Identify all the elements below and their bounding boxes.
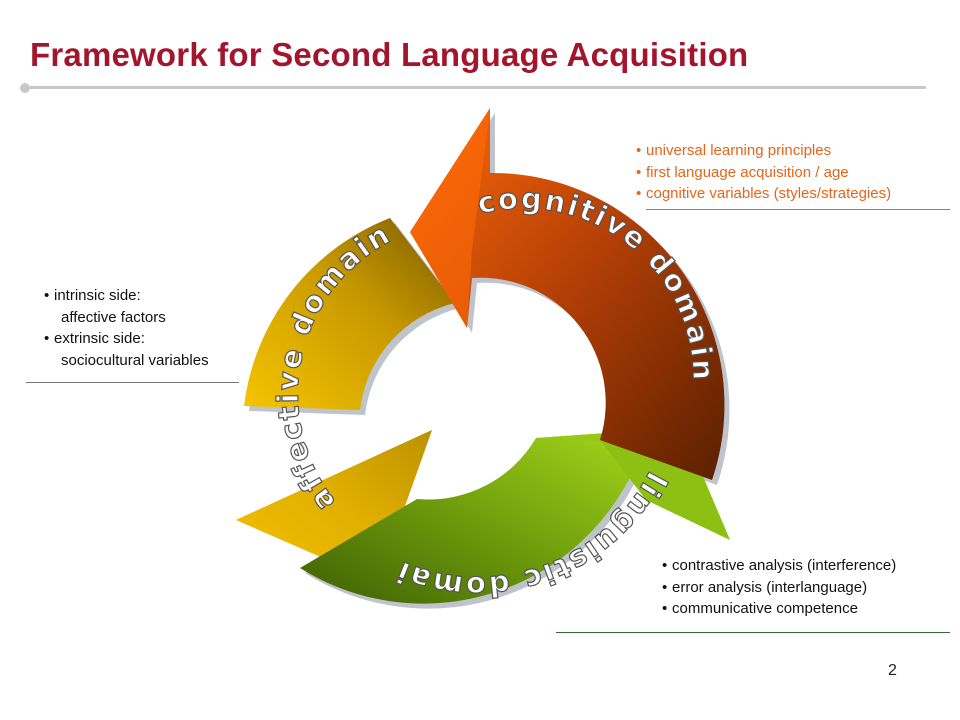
bullet-icon: •: [44, 287, 50, 304]
linguistic-arrow: [300, 430, 648, 604]
cognitive-note-text: first language acquisition / age: [646, 163, 849, 181]
cognitive-note-item: •cognitive variables (styles/strategies): [636, 183, 891, 205]
linguistic-notes: •contrastive analysis (interference) •er…: [662, 555, 896, 620]
linguistic-note-item: •contrastive analysis (interference): [662, 555, 896, 577]
linguistic-note-item: •communicative competence: [662, 598, 896, 620]
linguistic-note-text: error analysis (interlanguage): [672, 578, 868, 596]
affective-arrow: [244, 218, 455, 410]
linguistic-note-text: communicative competence: [672, 600, 858, 617]
page-title: Framework for Second Language Acquisitio…: [30, 36, 749, 73]
bullet-icon: •: [662, 578, 668, 596]
affective-note-item: •intrinsic side: affective factors: [44, 285, 209, 328]
affective-note-heading: extrinsic side:: [54, 330, 145, 347]
title-rule-line: [30, 86, 926, 89]
cognitive-note-item: •universal learning principles: [636, 140, 891, 162]
linguistic-note-text: contrastive analysis (interference): [672, 557, 897, 574]
affective-note-item: •extrinsic side: sociocultural variables: [44, 328, 209, 371]
bullet-icon: •: [44, 330, 50, 347]
cognitive-notes-divider: [646, 209, 950, 210]
affective-note-detail: sociocultural variables: [61, 351, 209, 369]
affective-notes-divider: [26, 382, 239, 383]
title-rule-dot: [20, 83, 30, 93]
bullet-icon: •: [636, 185, 642, 202]
cognitive-note-text: cognitive variables (styles/strategies): [646, 185, 892, 202]
affective-note-heading: intrinsic side:: [54, 287, 141, 304]
bullet-icon: •: [662, 600, 668, 617]
cognitive-arrow: [410, 108, 725, 480]
cognitive-note-text: universal learning principles: [646, 142, 832, 159]
affective-note-detail: affective factors: [61, 308, 166, 326]
linguistic-notes-divider: [556, 632, 950, 633]
page-number: 2: [888, 662, 897, 679]
linguistic-note-item: •error analysis (interlanguage): [662, 577, 896, 599]
cognitive-note-item: •first language acquisition / age: [636, 162, 891, 184]
affective-notes: •intrinsic side:affective factors •extri…: [44, 285, 209, 371]
bullet-icon: •: [636, 142, 642, 159]
title-underline: [20, 83, 926, 93]
bullet-icon: •: [636, 163, 642, 181]
bullet-icon: •: [662, 557, 668, 574]
cognitive-notes: •universal learning principles •first la…: [636, 140, 891, 205]
